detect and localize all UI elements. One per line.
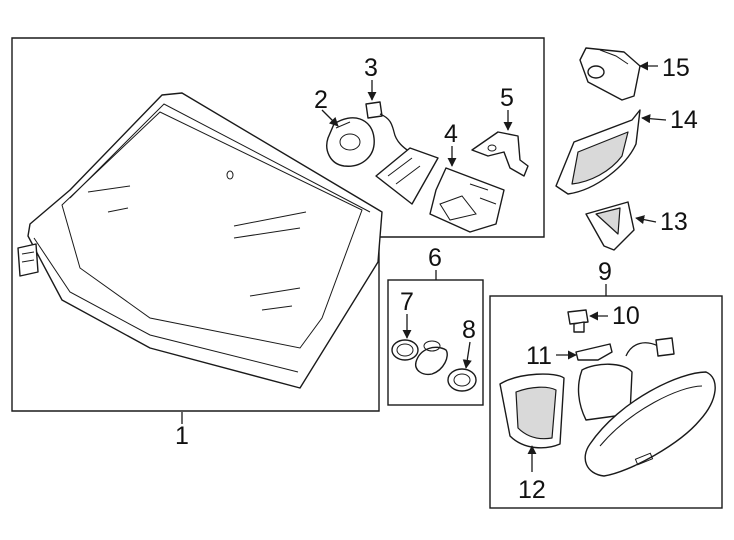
callout-10: 10 bbox=[612, 302, 640, 330]
part-5-clip[interactable] bbox=[471, 131, 529, 177]
callout-15: 15 bbox=[662, 54, 690, 82]
leader-14 bbox=[641, 114, 667, 124]
callout-9: 9 bbox=[598, 258, 612, 286]
leader-13 bbox=[635, 215, 657, 225]
callout-8: 8 bbox=[462, 316, 476, 344]
callout-2: 2 bbox=[314, 86, 328, 114]
callout-14: 14 bbox=[670, 106, 698, 134]
part-6-gasket[interactable] bbox=[415, 340, 448, 376]
callout-5: 5 bbox=[500, 84, 514, 112]
leader-8 bbox=[462, 341, 472, 369]
part-8-pad[interactable] bbox=[447, 368, 477, 392]
callout-13: 13 bbox=[660, 208, 688, 236]
callout-3: 3 bbox=[364, 54, 378, 82]
part-4-mirror-bracket[interactable] bbox=[429, 167, 505, 233]
part-10-screw[interactable] bbox=[567, 309, 589, 333]
part-12-mirror-cover[interactable] bbox=[499, 373, 565, 449]
part-13-cover[interactable] bbox=[585, 201, 635, 251]
part-11-clip[interactable] bbox=[575, 343, 613, 361]
part-14-cover-panel[interactable] bbox=[555, 109, 641, 195]
leader-2 bbox=[321, 109, 339, 127]
part-7-pad[interactable] bbox=[391, 339, 419, 361]
part-2-sensor-cover[interactable] bbox=[326, 117, 375, 167]
part-15-sensor-module[interactable] bbox=[579, 47, 641, 101]
callout-4: 4 bbox=[444, 120, 458, 148]
windshield[interactable] bbox=[17, 92, 383, 389]
part-3-rain-sensor[interactable] bbox=[365, 101, 439, 205]
callout-6: 6 bbox=[428, 244, 442, 272]
callout-7: 7 bbox=[400, 288, 414, 316]
callout-12: 12 bbox=[518, 476, 546, 504]
callout-11: 11 bbox=[526, 342, 552, 370]
callout-1: 1 bbox=[175, 422, 189, 450]
rear-view-mirror[interactable] bbox=[577, 337, 716, 477]
